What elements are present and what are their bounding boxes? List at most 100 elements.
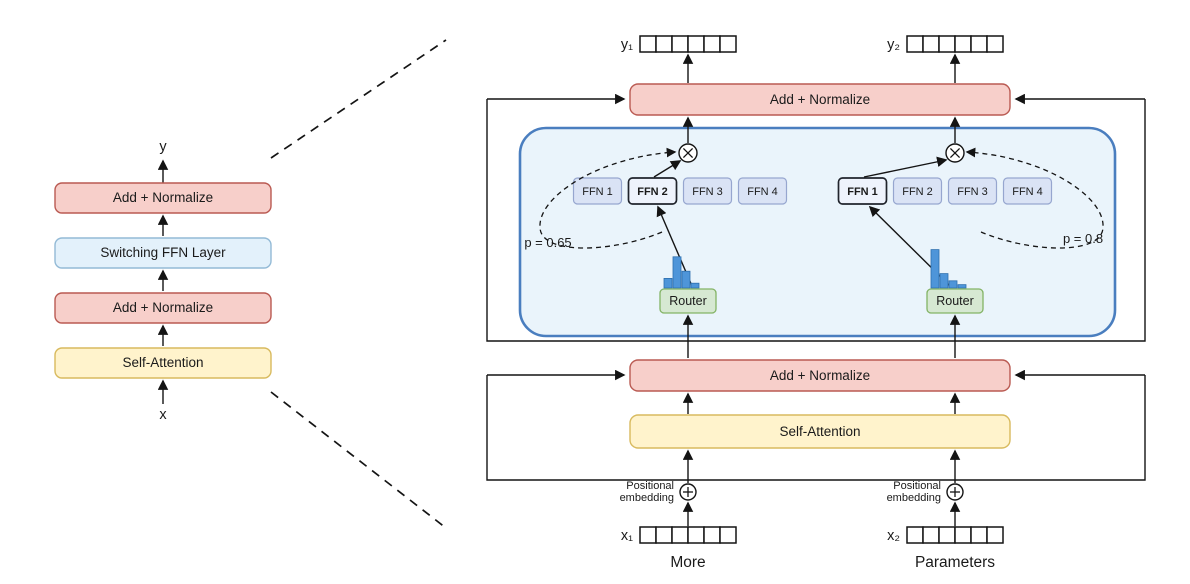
ffn-label: FFN 2 (902, 186, 933, 198)
histogram-bar (948, 280, 958, 289)
output-vector-y2 (906, 35, 1004, 53)
ffn-label: FFN 1 (582, 186, 613, 198)
router-histogram-token1 (663, 256, 700, 289)
histogram-bar (957, 284, 967, 289)
layer-self-attention: Self-Attention (54, 347, 272, 379)
layer-label: Self-Attention (779, 424, 860, 439)
output-label-y2: y₂ (887, 37, 900, 53)
input-label-x2: x₂ (887, 528, 900, 544)
ffn-label: FFN 4 (747, 186, 778, 198)
layer-label: Add + Normalize (113, 190, 213, 205)
layer-label: Self-Attention (122, 355, 203, 370)
ffn-box (947, 177, 998, 205)
vector-cell (906, 526, 924, 544)
vector-cell (719, 35, 737, 53)
multiply-icon (945, 143, 965, 163)
right-diagram: y₁ y₂ Add + Normalize FFN 1 (486, 35, 1146, 571)
ffn-expert-2-token2: FFN 2 (892, 177, 943, 205)
ffn-box (892, 177, 943, 205)
ffn-expert-2-token1: FFN 2 (627, 177, 678, 205)
router-label: Router (936, 294, 974, 308)
vector-cell (639, 35, 657, 53)
layer-label: Add + Normalize (770, 368, 870, 383)
input-label-x: x (159, 407, 167, 423)
vector-cell (687, 526, 705, 544)
router-label: Router (669, 294, 707, 308)
switch-ffn-container (518, 126, 1117, 338)
vector-cell (703, 35, 721, 53)
self-attention-box: Self-Attention (629, 414, 1011, 449)
ffn-expert-4-token2: FFN 4 (1002, 177, 1053, 205)
ffn-box (627, 177, 678, 205)
router-box (659, 288, 717, 314)
residual-loop-bottom (486, 375, 1146, 481)
add-normalize-mid-box: Add + Normalize (629, 359, 1011, 392)
probability-label-token2: p = 0.8 (1063, 231, 1103, 246)
zoom-guide-top (270, 39, 447, 159)
vector-cell (655, 35, 673, 53)
positional-embedding-label2-token1: embedding (620, 492, 674, 504)
histogram-bar (681, 270, 691, 289)
router-box (926, 288, 984, 314)
vector-cell (938, 526, 956, 544)
vector-cell (639, 526, 657, 544)
probability-dashed-loop-token2 (965, 147, 1104, 249)
add-icon (946, 483, 964, 501)
layer-label: Add + Normalize (113, 300, 213, 315)
vector-cell (719, 526, 737, 544)
vector-cell (938, 35, 956, 53)
router-histogram-token2 (930, 249, 967, 289)
layer-add-normalize-top: Add + Normalize (54, 182, 272, 214)
vector-cell (986, 526, 1004, 544)
layer-box (54, 347, 272, 379)
layer-box (54, 182, 272, 214)
ffn-label: FFN 2 (637, 186, 668, 198)
add-normalize-top-box: Add + Normalize (629, 83, 1011, 116)
ffn-box (837, 177, 888, 205)
ffn-expert-3-token2: FFN 3 (947, 177, 998, 205)
layer-box (629, 83, 1011, 116)
word-label-more: More (670, 554, 705, 571)
vector-cell (986, 35, 1004, 53)
ffn-expert-4-token1: FFN 4 (737, 177, 788, 205)
left-diagram: y Add + Normalize Switching FFN Layer Ad… (54, 139, 272, 423)
multiply-icon (678, 143, 698, 163)
ffn-label: FFN 3 (957, 186, 988, 198)
vector-cell (906, 35, 924, 53)
ffn-box (737, 177, 788, 205)
probability-label-token1: p = 0.65 (524, 235, 571, 250)
ffn-expert-1-token1: FFN 1 (572, 177, 623, 205)
positional-embedding-label-token1: Positional (626, 480, 674, 492)
layer-add-normalize-bottom: Add + Normalize (54, 292, 272, 324)
zoom-guide-bottom (270, 391, 447, 529)
input-vector-x1 (639, 526, 737, 544)
ffn-expert-3-token1: FFN 3 (682, 177, 733, 205)
router-token2: Router (926, 288, 984, 314)
vector-cell (922, 35, 940, 53)
router-token1: Router (659, 288, 717, 314)
expert-to-multiply-arrow (863, 156, 948, 178)
vector-cell (671, 526, 689, 544)
expert-to-multiply-arrow (653, 160, 682, 178)
layer-box (629, 414, 1011, 449)
layer-box (629, 359, 1011, 392)
input-vector-x2 (906, 526, 1004, 544)
vector-cell (922, 526, 940, 544)
histogram-bar (672, 256, 682, 289)
add-icon (679, 483, 697, 501)
vector-cell (703, 526, 721, 544)
layer-box (54, 237, 272, 269)
word-label-parameters: Parameters (915, 554, 995, 571)
histogram-bar (939, 273, 949, 289)
vector-cell (954, 35, 972, 53)
residual-loop-top (486, 99, 1146, 342)
layer-label: Switching FFN Layer (100, 245, 226, 260)
layer-box (54, 292, 272, 324)
ffn-label: FFN 4 (1012, 186, 1043, 198)
histogram-bar (690, 282, 700, 289)
output-label-y1: y₁ (621, 37, 633, 53)
vector-cell (970, 526, 988, 544)
layer-switching-ffn: Switching FFN Layer (54, 237, 272, 269)
probability-dashed-loop-token1 (539, 147, 677, 249)
